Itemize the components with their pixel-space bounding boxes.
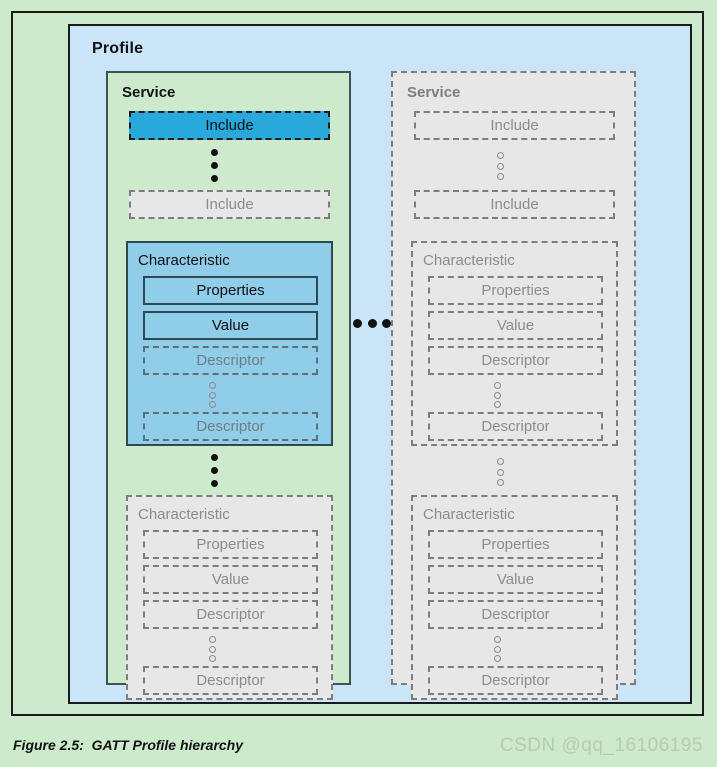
properties-label: Properties [196, 536, 265, 553]
include-label: Include [205, 196, 254, 213]
descriptor-label: Descriptor [481, 672, 550, 689]
include-label: Include [490, 117, 539, 134]
profile-box: Profile Service Include Include Characte… [68, 24, 692, 704]
characteristic-box-dim[interactable]: Characteristic Properties Value Descript… [411, 495, 618, 700]
include-box-dim[interactable]: Include [414, 190, 615, 219]
descriptor-box[interactable]: Descriptor [143, 412, 318, 441]
include-box-dim[interactable]: Include [414, 111, 615, 140]
descriptor-label: Descriptor [196, 352, 265, 369]
properties-box[interactable]: Properties [428, 276, 603, 305]
service-box-active[interactable]: Service Include Include Characteristic P… [106, 71, 351, 700]
descriptor-box[interactable]: Descriptor [428, 600, 603, 629]
service-title: Service [122, 84, 176, 101]
include-box-dim[interactable]: Include [129, 190, 330, 219]
characteristic-title: Characteristic [423, 506, 515, 523]
value-box[interactable]: Value [428, 565, 603, 594]
ellipsis-vertical-descriptors [494, 636, 501, 662]
descriptor-label: Descriptor [196, 418, 265, 435]
properties-label: Properties [196, 282, 265, 299]
descriptor-box[interactable]: Descriptor [428, 666, 603, 695]
properties-label: Properties [481, 282, 550, 299]
descriptor-label: Descriptor [196, 606, 265, 623]
descriptor-label: Descriptor [481, 352, 550, 369]
characteristic-title: Characteristic [138, 252, 230, 269]
characteristic-box-dim[interactable]: Characteristic Properties Value Descript… [126, 495, 333, 700]
service-box-dim[interactable]: Service Include Include Characteristic P… [391, 71, 636, 700]
characteristic-box-dim[interactable]: Characteristic Properties Value Descript… [411, 241, 618, 446]
characteristic-title: Characteristic [423, 252, 515, 269]
ellipsis-vertical-characteristics [497, 458, 504, 486]
service-title: Service [407, 84, 461, 101]
properties-box[interactable]: Properties [143, 276, 318, 305]
ellipsis-vertical-characteristics [211, 454, 218, 487]
value-box[interactable]: Value [143, 565, 318, 594]
descriptor-label: Descriptor [481, 606, 550, 623]
descriptor-box[interactable]: Descriptor [428, 412, 603, 441]
descriptor-label: Descriptor [481, 418, 550, 435]
descriptor-box[interactable]: Descriptor [428, 346, 603, 375]
properties-box[interactable]: Properties [428, 530, 603, 559]
ellipsis-vertical-includes [497, 152, 504, 180]
include-label: Include [490, 196, 539, 213]
properties-box[interactable]: Properties [143, 530, 318, 559]
figure-caption: Figure 2.5: GATT Profile hierarchy [13, 737, 244, 753]
descriptor-box[interactable]: Descriptor [143, 346, 318, 375]
value-label: Value [211, 317, 250, 334]
include-label: Include [205, 117, 254, 134]
include-box-highlighted[interactable]: Include [129, 111, 330, 140]
ellipsis-vertical-includes [211, 149, 218, 182]
ellipsis-vertical-descriptors [209, 636, 216, 662]
ellipsis-horizontal-services [353, 319, 391, 328]
watermark: CSDN @qq_16106195 [499, 735, 703, 756]
value-box[interactable]: Value [143, 311, 318, 340]
value-label: Value [496, 317, 535, 334]
value-label: Value [496, 571, 535, 588]
profile-title: Profile [92, 40, 144, 57]
ellipsis-vertical-descriptors [209, 382, 216, 408]
figure-frame: Profile Service Include Include Characte… [11, 11, 704, 716]
ellipsis-vertical-descriptors [494, 382, 501, 408]
properties-label: Properties [481, 536, 550, 553]
characteristic-title: Characteristic [138, 506, 230, 523]
descriptor-box[interactable]: Descriptor [143, 600, 318, 629]
characteristic-box-active[interactable]: Characteristic Properties Value Descript… [126, 241, 333, 446]
descriptor-label: Descriptor [196, 672, 265, 689]
descriptor-box[interactable]: Descriptor [143, 666, 318, 695]
value-label: Value [211, 571, 250, 588]
value-box[interactable]: Value [428, 311, 603, 340]
